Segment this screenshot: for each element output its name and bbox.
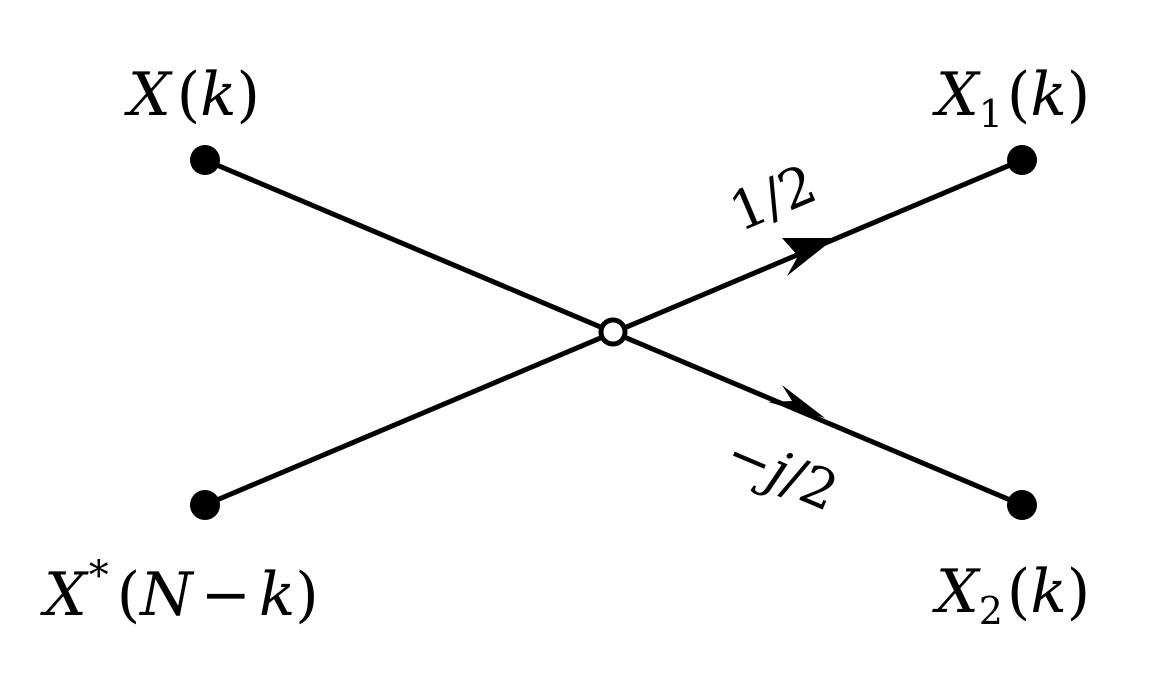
arrowhead-lower-branch <box>768 385 825 418</box>
label-input-bottom: X*(N−k) <box>40 553 319 630</box>
node-input-top <box>190 145 220 175</box>
node-output-bottom <box>1007 490 1037 520</box>
label-input-top: X(k) <box>124 60 260 130</box>
node-input-bottom <box>190 490 220 520</box>
junction-node <box>598 317 628 347</box>
gain-label-upper: 1/2 <box>721 152 826 244</box>
label-output-top: X1(k) <box>932 60 1090 136</box>
gain-label-lower: −j/2 <box>717 421 847 524</box>
label-output-bottom: X2(k) <box>932 557 1090 633</box>
node-output-top <box>1007 145 1037 175</box>
arrowhead-upper-branch <box>782 238 835 276</box>
